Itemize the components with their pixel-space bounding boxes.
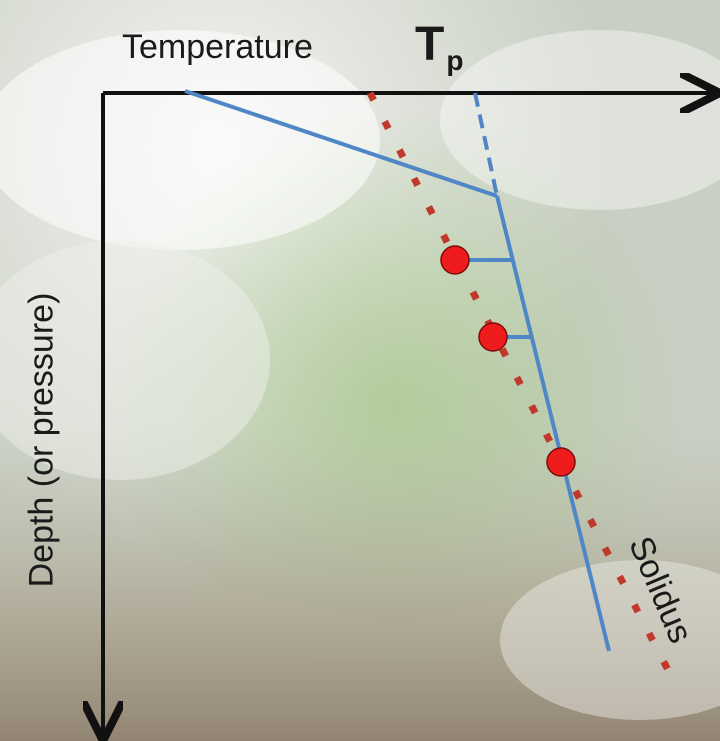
- tp-main: T: [415, 18, 445, 71]
- depth-axis-label: Depth (or pressure): [22, 292, 61, 588]
- melt-point-marker: [440, 245, 470, 275]
- conductive-geotherm-line: [184, 89, 498, 198]
- temperature-axis-label: Temperature: [122, 28, 313, 66]
- solidus-line: [366, 91, 672, 672]
- melt-point-marker: [546, 447, 576, 477]
- melt-point-marker: [478, 322, 508, 352]
- mantle-adiabat-line: [495, 195, 611, 652]
- tp-subscript: p: [446, 45, 464, 76]
- adiabat-extension-dashed: [473, 92, 499, 197]
- potential-temperature-label: Tp: [415, 17, 463, 77]
